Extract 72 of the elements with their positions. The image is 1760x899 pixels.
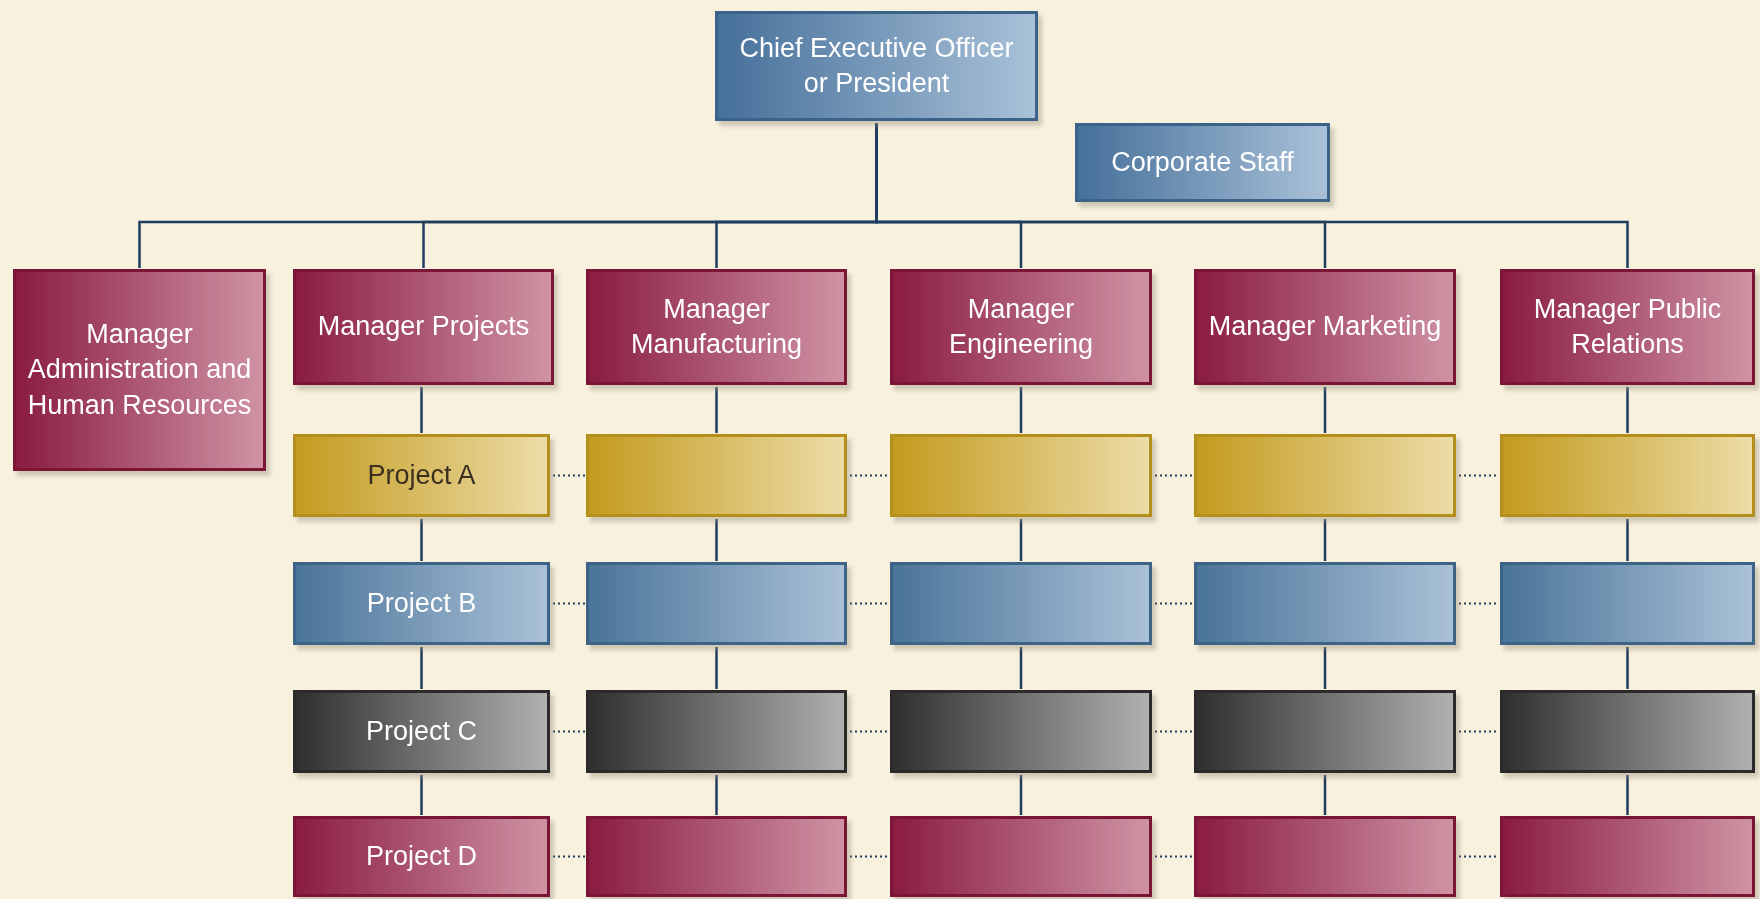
project-box — [1500, 434, 1755, 517]
dotted-line — [1154, 602, 1194, 605]
manager-box — [1194, 269, 1456, 385]
project-box — [1194, 434, 1456, 517]
connector-line — [715, 519, 718, 561]
project-name: Project D — [364, 839, 478, 873]
project-name: Project A — [366, 458, 477, 492]
dotted-line — [849, 602, 890, 605]
project-box — [293, 816, 550, 897]
project-name: Project C — [364, 714, 478, 748]
connector-line — [1323, 387, 1327, 433]
connector-line — [1323, 775, 1327, 815]
project-box — [890, 690, 1152, 773]
connector-line — [1019, 647, 1023, 689]
dotted-line — [849, 855, 890, 858]
connector-line — [420, 387, 423, 433]
project-box — [890, 816, 1152, 897]
position-title: Manager Marketing — [1207, 310, 1443, 344]
executive-box — [715, 11, 1038, 121]
connector-line — [715, 775, 718, 815]
connector-line — [1019, 519, 1023, 561]
manager-box — [1500, 269, 1755, 385]
dotted-line — [1154, 855, 1194, 858]
dotted-line — [552, 602, 586, 605]
connector-line — [1019, 775, 1023, 815]
connector-line — [420, 519, 423, 561]
position-title: Manager Engineering — [947, 292, 1095, 361]
dotted-line — [1154, 474, 1194, 477]
position-title: Manager Public Relations — [1532, 292, 1723, 361]
position-title: Manager Manufacturing — [629, 292, 804, 361]
project-box — [586, 690, 847, 773]
project-name: Project B — [365, 586, 478, 620]
dotted-line — [849, 730, 890, 733]
project-box — [1500, 816, 1755, 897]
project-box — [1194, 562, 1456, 645]
project-box — [890, 562, 1152, 645]
connector-line — [420, 647, 423, 689]
project-box — [586, 562, 847, 645]
project-box — [1194, 690, 1456, 773]
project-box — [293, 562, 550, 645]
connector-line — [1626, 775, 1629, 815]
position-title: Manager Administration and Human Resources — [26, 318, 253, 422]
connector-line — [1626, 647, 1629, 689]
dotted-line — [552, 730, 586, 733]
connector-line — [715, 387, 718, 433]
project-box — [293, 434, 550, 517]
position-title: Manager Projects — [316, 310, 531, 344]
connector-line — [715, 647, 718, 689]
dotted-line — [849, 474, 890, 477]
project-box — [586, 434, 847, 517]
manager-box — [13, 269, 266, 471]
connector-line — [1019, 387, 1023, 433]
project-box — [293, 690, 550, 773]
connector-line — [1323, 647, 1327, 689]
dotted-line — [1154, 730, 1194, 733]
connector-line — [420, 775, 423, 815]
manager-box — [890, 269, 1152, 385]
manager-box — [293, 269, 554, 385]
dotted-line — [552, 474, 586, 477]
project-box — [1500, 562, 1755, 645]
position-title: Corporate Staff — [1110, 145, 1295, 179]
connector-line — [1323, 519, 1327, 561]
project-box — [586, 816, 847, 897]
position-title: Chief Executive Officer or President — [738, 31, 1015, 100]
connector-line — [1626, 387, 1629, 433]
connector-line — [1626, 519, 1629, 561]
dotted-line — [552, 855, 586, 858]
manager-box — [586, 269, 847, 385]
project-box — [890, 434, 1152, 517]
project-box — [1194, 816, 1456, 897]
project-box — [1500, 690, 1755, 773]
staff-box — [1075, 123, 1330, 202]
